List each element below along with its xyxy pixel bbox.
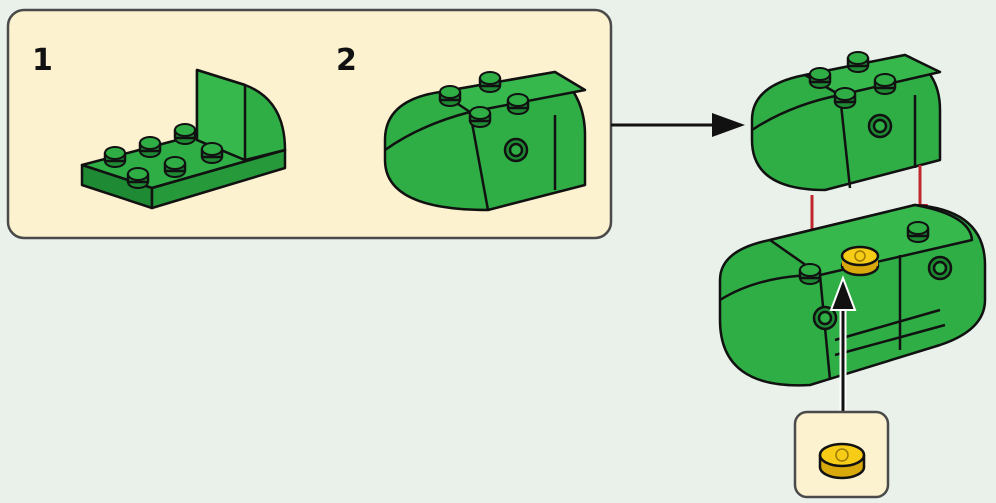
base-assembly [718, 203, 987, 387]
step-number-1: 1 [32, 43, 53, 78]
step-number-2: 2 [336, 43, 357, 78]
arrow-right-icon [611, 113, 745, 137]
step-1-bracket-plate [80, 68, 287, 210]
top-curved-brick [750, 50, 942, 192]
yellow-round-tile-part [818, 442, 866, 480]
step-2-curved-brick [383, 70, 587, 212]
arrow-up-icon [829, 275, 857, 412]
